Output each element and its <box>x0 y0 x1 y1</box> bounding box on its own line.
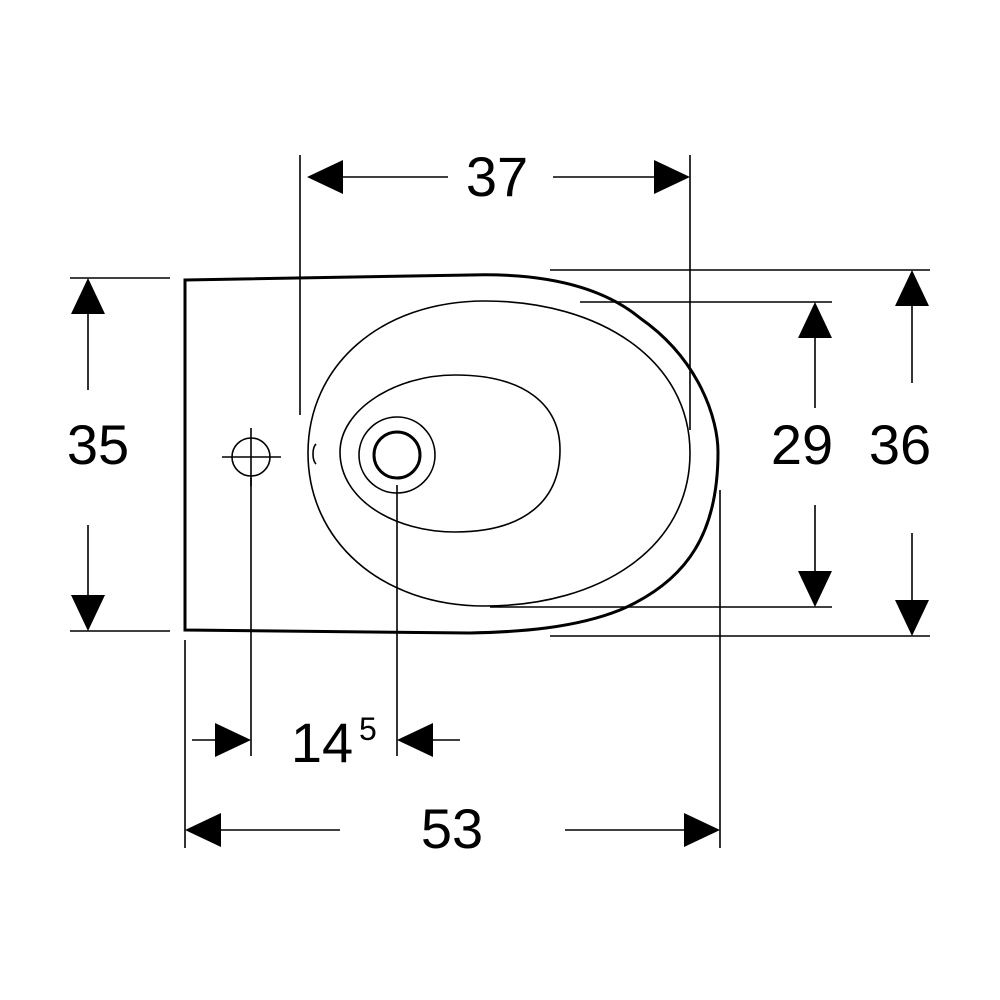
dimension-label-14: 14 <box>291 711 353 774</box>
dimension-label-35: 35 <box>67 413 129 476</box>
dimension-left-height: 35 <box>67 278 129 631</box>
dimension-outlet-offset: 14 5 <box>192 711 460 774</box>
extension-lines <box>70 155 930 848</box>
dimension-top-width: 37 <box>307 145 690 208</box>
overflow-slot <box>312 443 317 465</box>
drain-outlet-inner <box>372 430 422 480</box>
dimension-label-53: 53 <box>421 797 483 860</box>
bowl-inner <box>339 374 561 533</box>
dimension-outer-height: 36 <box>869 270 931 636</box>
dimension-inner-height: 29 <box>771 302 833 607</box>
bidet-outline <box>183 273 720 635</box>
bowl-rim <box>307 300 691 607</box>
drain-outlet-icon <box>358 416 436 494</box>
dimension-label-37: 37 <box>466 145 528 208</box>
dimension-label-14-superscript: 5 <box>359 711 377 747</box>
dimension-total-length: 53 <box>185 797 720 860</box>
dimension-label-29: 29 <box>771 413 833 476</box>
outer-body <box>183 273 720 635</box>
tap-hole-crosshair-icon <box>222 428 281 486</box>
dimension-label-36: 36 <box>869 413 931 476</box>
